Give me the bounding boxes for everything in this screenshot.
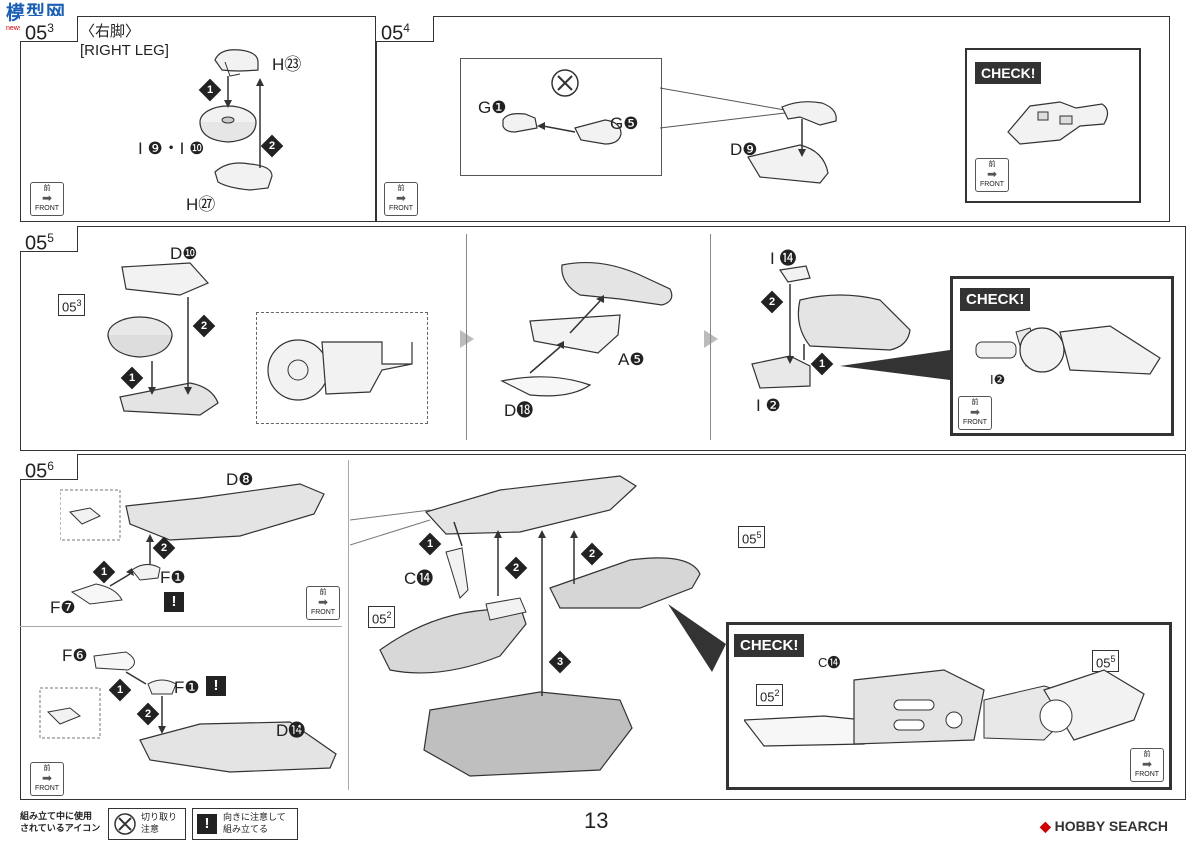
label-i2: I ❷ xyxy=(756,396,781,415)
check-diagram-05-5 xyxy=(975,325,1161,375)
ref-step-05-5-check: 055 xyxy=(1092,650,1120,673)
detail-callout-lines xyxy=(660,87,786,129)
step-2-marker: 2 xyxy=(760,290,784,314)
orientation-caution-icon: ! xyxy=(197,814,217,834)
step-1-marker: 1 xyxy=(108,678,132,702)
label-h23: H㉓ xyxy=(272,55,302,74)
label-c14-check: C⓮ xyxy=(818,655,841,670)
front-icon: 前 ➡ FRONT xyxy=(1130,748,1164,782)
detail-box xyxy=(460,58,662,176)
step-2-marker: 2 xyxy=(260,134,284,158)
front-icon: 前 ➡ FRONT xyxy=(30,762,64,796)
label-d8: D❽ xyxy=(226,470,254,489)
i14-assembly-diagram xyxy=(751,265,911,389)
step-label-05-4: 054 xyxy=(376,16,434,45)
right-leg-en: [RIGHT LEG] xyxy=(80,42,169,59)
g-parts-diagram xyxy=(502,113,622,145)
cut-caution-icon xyxy=(551,69,579,97)
section-divider-h xyxy=(20,626,342,627)
section-divider-v xyxy=(348,460,349,790)
label-f7: F❼ xyxy=(50,598,76,617)
section-divider-arrow xyxy=(704,330,718,348)
orientation-caution-icon: ! xyxy=(164,592,184,612)
front-icon: 前 ➡ FRONT xyxy=(975,158,1009,192)
step-2-marker: 2 xyxy=(504,556,528,580)
step-2-marker: 2 xyxy=(136,702,160,726)
step-3-marker: 3 xyxy=(548,650,572,674)
step-1-marker: 1 xyxy=(198,78,222,102)
step-1-marker: 1 xyxy=(418,532,442,556)
label-d10: D❿ xyxy=(170,244,198,263)
label-c14: C⓮ xyxy=(404,569,434,588)
label-f1: F❶ xyxy=(160,568,186,587)
callout-pointer xyxy=(668,604,726,672)
step-label-05-6: 056 xyxy=(20,454,78,483)
footer-cut-box: 切り取り 注意 xyxy=(108,808,186,840)
label-d9: D❾ xyxy=(730,140,758,159)
label-i2-check: I❷ xyxy=(990,372,1006,387)
step-2-marker: 2 xyxy=(192,314,216,338)
brand-logo: ◆ HOBBY SEARCH xyxy=(1040,818,1168,835)
a5-assembly-diagram xyxy=(500,261,673,397)
footer-direction-box: ! 向きに注意して 組み立てる xyxy=(192,808,298,840)
step-2-marker: 2 xyxy=(152,536,176,560)
brand-mark-icon: ◆ xyxy=(1040,818,1051,834)
step-label-05-5: 055 xyxy=(20,226,78,255)
section-divider xyxy=(466,234,467,440)
ref-step-05-2-check: 052 xyxy=(756,684,784,707)
section-divider xyxy=(710,234,711,440)
ref-step-05-2: 052 xyxy=(368,606,396,629)
label-h27: H㉗ xyxy=(186,195,216,214)
front-icon: 前 ➡ FRONT xyxy=(384,182,418,216)
step-2-marker: 2 xyxy=(580,542,604,566)
label-f1b: F❶ xyxy=(174,678,200,697)
check-title: CHECK! xyxy=(734,634,805,657)
check-title: CHECK! xyxy=(975,62,1042,84)
d9-assembly-diagram xyxy=(747,101,837,184)
leg-parts-diagram xyxy=(199,49,273,191)
label-g1: G❶ xyxy=(478,98,507,117)
label-i9-i10: I ❾・I ❿ xyxy=(138,139,205,158)
step-1-marker: 1 xyxy=(120,366,144,390)
step-label-05-3: 053 xyxy=(20,16,78,45)
label-d18: D⓲ xyxy=(504,401,534,420)
d10-assembly-diagram xyxy=(107,262,219,416)
callout-pointer xyxy=(840,350,950,380)
step-1-marker: 1 xyxy=(810,352,834,376)
page-number: 13 xyxy=(584,808,609,833)
right-leg-jp: 〈右脚〉 xyxy=(80,23,141,40)
detail-view-diagram xyxy=(267,339,413,401)
panel-step-05-3 xyxy=(20,16,376,222)
check-diagram-05-4 xyxy=(1007,101,1109,145)
label-i14: I ⓮ xyxy=(770,249,797,268)
detail-view-box xyxy=(256,312,428,424)
direction-caution-label: 向きに注意して 組み立てる xyxy=(223,812,286,834)
orientation-caution-icon: ! xyxy=(206,676,226,696)
cut-caution-label: 切り取り 注意 xyxy=(141,812,178,834)
section-divider-arrow xyxy=(460,330,474,348)
step-1-marker: 1 xyxy=(92,560,116,584)
check-title: CHECK! xyxy=(960,288,1031,311)
label-g5: G❺ xyxy=(610,114,639,133)
d8-assembly-diagram xyxy=(60,483,325,605)
front-icon: 前 ➡ FRONT xyxy=(958,396,992,430)
brand-name: HOBBY SEARCH xyxy=(1054,818,1168,834)
front-icon: 前 ➡ FRONT xyxy=(30,182,64,216)
footer-icons-label: 組み立て中に使用 されているアイコン xyxy=(20,811,101,833)
front-icon: 前 ➡ FRONT xyxy=(306,586,340,620)
label-d14: D⓮ xyxy=(276,721,306,740)
d14-assembly-diagram xyxy=(39,651,337,773)
cut-caution-icon xyxy=(114,813,136,835)
ref-step-05-5: 055 xyxy=(738,526,766,549)
label-a5: A❺ xyxy=(618,350,645,369)
ref-step-05-3: 053 xyxy=(58,294,86,317)
label-f6: F❻ xyxy=(62,646,88,665)
check-diagram-05-6 xyxy=(744,669,1145,747)
main-assembly-diagram xyxy=(350,475,701,777)
